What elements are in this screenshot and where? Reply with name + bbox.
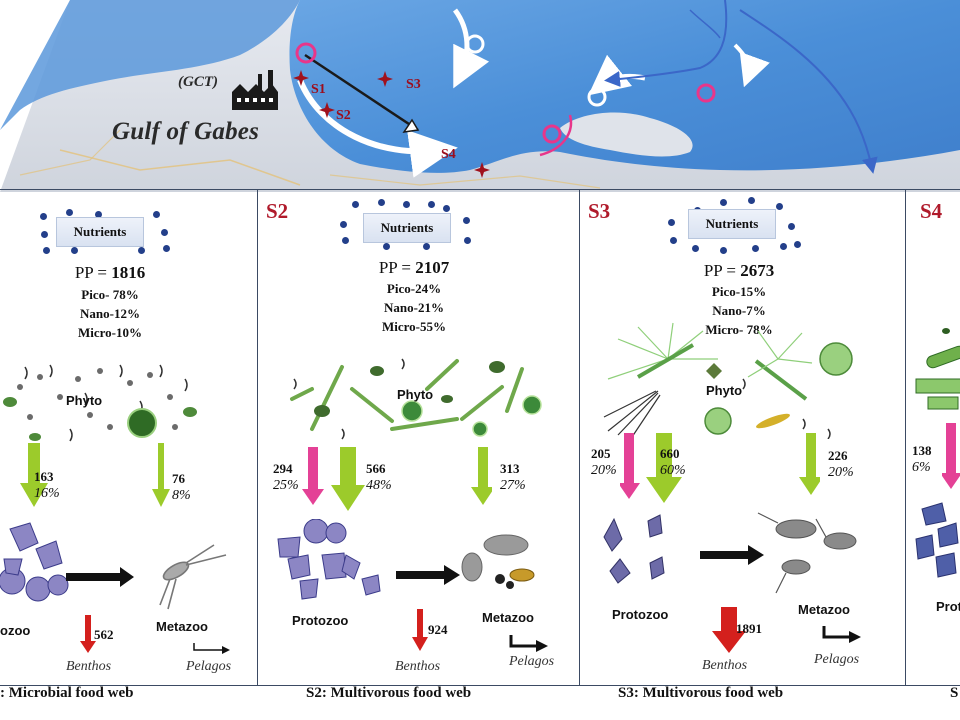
- benthos-label: Benthos: [66, 659, 112, 674]
- phyto-label: Phyto: [397, 387, 434, 402]
- protozoo-label: Protozoo: [612, 607, 669, 622]
- benthos-flux: 924: [428, 622, 448, 637]
- panel-title: S2: [266, 199, 289, 223]
- phyto-label: Phyto: [706, 383, 743, 398]
- panel-title: S4: [920, 199, 943, 223]
- gulf-map: [0, 0, 960, 192]
- pelagos-label: Pelagos: [814, 652, 860, 667]
- benthos-label: Benthos: [395, 659, 441, 674]
- arrow-protozoo-to-metazoo: [700, 545, 764, 565]
- gulf-name-label: Gulf of Gabes: [112, 118, 260, 145]
- gct-label: (GCT): [178, 74, 218, 90]
- arrow-phyto-to-protozoo: [646, 433, 682, 503]
- nutrients-box: Nutrients: [363, 213, 451, 243]
- arrow-protozoo-to-metazoo: [396, 565, 460, 585]
- phyto-illustration: [915, 328, 960, 410]
- nutrients-box: Nutrients: [688, 209, 776, 239]
- benthos-flux: 562: [94, 627, 114, 642]
- panel-s1: Nutrients PP = 1816 Pico- 78%Nano-12%Mic…: [0, 189, 263, 720]
- size-fractions: Pico-24%Nano-21%Micro-55%: [381, 281, 447, 334]
- panel-divider-1: [0, 189, 258, 686]
- phyto-illustration: [603, 322, 853, 439]
- panel-caption: : Microbial food web: [0, 685, 134, 701]
- factory-icon: [232, 70, 278, 110]
- arrow-phyto-to-metazoo: [152, 443, 170, 507]
- nutrients-box: Nutrients: [56, 217, 144, 247]
- metazoo-label: Metazoo: [798, 602, 850, 617]
- protozoo-label: Protozoo: [292, 613, 349, 628]
- metazoo-label: Metazoo: [156, 619, 208, 634]
- arrow-to-benthos: [712, 607, 746, 653]
- size-fractions: Pico- 78%Nano-12%Micro-10%: [77, 287, 143, 340]
- arrow-to-benthos: [412, 609, 428, 651]
- panel-caption: S: [950, 685, 959, 701]
- panel-caption: S3: Multivorous food web: [618, 685, 784, 701]
- arrow-phyto-to-benthos: [302, 447, 324, 505]
- arrow-protozoo-to-metazoo: [66, 567, 134, 587]
- arrow-phyto-to-protozoo: [331, 447, 365, 511]
- protozoo-metazoo-illustration: [277, 519, 535, 600]
- size-fractions: Pico-15%Nano-7%Micro- 78%: [705, 284, 773, 337]
- benthos-flux: 1891: [736, 621, 762, 636]
- phyto-illustration: [290, 358, 542, 440]
- arrow-phyto-to-metazoo: [471, 447, 492, 505]
- phyto-label: Phyto: [66, 393, 103, 408]
- station-label-s4: S4: [441, 147, 456, 162]
- pp-value: PP = 2107: [378, 258, 450, 277]
- arrow-phyto-to-benthos: [942, 423, 960, 489]
- arrow-to-pelagos: [849, 631, 861, 643]
- map-strip: (GCT) Gulf of Gabes S1 S2 S3 S4: [0, 0, 960, 192]
- panel-s2: S2 Nutrients PP = 2107 Pico-24%Nano-21%M…: [258, 189, 580, 720]
- protozoo-metazoo-illustration: [603, 512, 857, 594]
- panels-bottom-border: [0, 685, 960, 686]
- station-label-s3: S3: [406, 77, 421, 92]
- panels-top-border: [0, 189, 960, 190]
- food-web-panels: Nutrients PP = 1816 Pico- 78%Nano-12%Mic…: [0, 189, 960, 720]
- arrow-to-pelagos: [536, 640, 548, 652]
- protozoo-illustration: [915, 502, 959, 578]
- arrow-phyto-to-protozoo: [20, 443, 48, 507]
- panel-divider-2: [258, 189, 580, 686]
- arrow-to-benthos: [80, 615, 96, 653]
- arrow-phyto-to-metazoo: [799, 433, 820, 495]
- pelagos-label: Pelagos: [186, 659, 232, 674]
- phyto-illustration: [3, 364, 197, 442]
- arrow-phyto-to-benthos: [620, 433, 640, 499]
- arrow-to-pelagos: [222, 646, 230, 654]
- panel-title: S3: [588, 199, 611, 223]
- station-label-s2: S2: [336, 108, 351, 123]
- protozoo-label: ozoo: [0, 623, 31, 638]
- station-label-s1: S1: [311, 82, 326, 97]
- benthos-label: Benthos: [702, 658, 748, 673]
- panel-caption: S2: Multivorous food web: [306, 685, 472, 701]
- panel-s3: S3 Nutrients PP = 2673 Pico-15%Nano-7%Mi…: [580, 189, 906, 720]
- pelagos-label: Pelagos: [509, 654, 555, 669]
- panel-divider-3: [580, 189, 906, 686]
- protozoo-metazoo-illustration: [0, 522, 227, 610]
- pp-value: PP = 1816: [74, 263, 146, 282]
- pp-value: PP = 2673: [703, 261, 775, 280]
- metazoo-label: Metazoo: [482, 610, 534, 625]
- protozoo-label: Prot: [936, 599, 960, 614]
